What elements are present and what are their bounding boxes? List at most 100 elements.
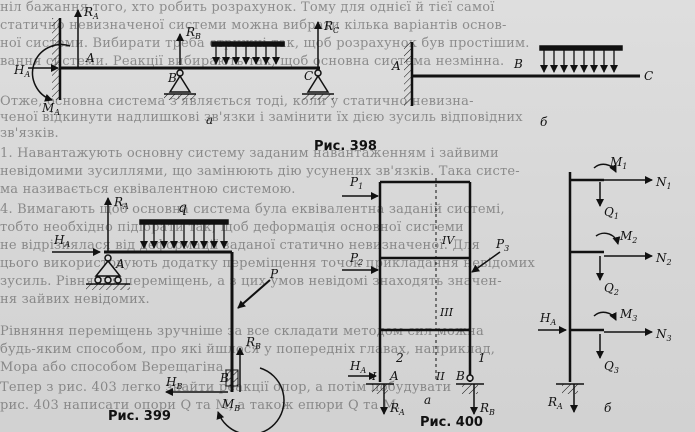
label-HA: HA — [53, 233, 70, 249]
point-B: B — [167, 71, 177, 85]
point-A: A — [391, 59, 401, 73]
zone-I: I — [371, 370, 377, 383]
distributed-load-arrows — [140, 224, 228, 249]
figure-398a — [28, 9, 334, 102]
label-RA: RA — [83, 5, 99, 21]
subfigure-label: а — [206, 113, 213, 127]
label-N1: N1 — [655, 175, 672, 191]
label-P: P — [269, 267, 279, 281]
label-Q3: Q3 — [604, 359, 619, 375]
load-bar — [139, 219, 229, 225]
label-RA: RA — [547, 395, 563, 411]
figure-399 — [52, 197, 285, 432]
background-text-line: 1. Навантажують основну систему заданим … — [0, 146, 499, 161]
fixed-support — [225, 369, 239, 387]
figure-398a-labels: RA HA MA A RB B RC C а — [13, 5, 339, 127]
zone-II: II — [435, 370, 445, 383]
background-text-line: рис. 403 написати опори Q та M, а також … — [0, 398, 401, 413]
label-HA: HA — [13, 63, 30, 79]
support-hatch — [372, 384, 388, 394]
roller — [104, 276, 112, 284]
label-RB: RB — [479, 401, 495, 417]
label-Q1: Q1 — [604, 205, 619, 221]
subfigure-label: б — [540, 115, 548, 129]
load-bar — [539, 45, 623, 51]
support-hatch — [562, 384, 578, 394]
point-B: B — [513, 57, 523, 71]
moment-arc — [593, 311, 617, 321]
point-A: A — [115, 257, 125, 271]
force-arrow — [471, 251, 501, 273]
moment-arc — [216, 367, 285, 432]
distributed-load-arrows — [212, 46, 280, 65]
subfigure-label: а — [424, 393, 431, 407]
point-C: C — [644, 69, 653, 83]
label-Q2: Q2 — [604, 281, 619, 297]
wall-hatch — [52, 18, 60, 100]
background-text-line: Отже, основна система з'являється тоді, … — [0, 94, 474, 109]
distributed-load-arrows — [540, 50, 618, 73]
figure-400a — [342, 178, 501, 415]
background-text-line: статично невизначеної системи можна вибр… — [0, 18, 507, 33]
point-A: A — [85, 51, 95, 65]
background-text-line: Мора або способом Верещагіна. — [0, 360, 229, 375]
label-HB: HB — [165, 375, 182, 391]
point-B: B — [219, 371, 229, 385]
background-text-line: Рівняння переміщень зручніше за все скла… — [0, 324, 484, 339]
label-HA: HA — [349, 359, 366, 375]
moment-arc — [593, 163, 617, 173]
background-text-line: 4. Вимагають щоб основна система була ек… — [0, 202, 505, 217]
label-q: q — [178, 200, 187, 216]
force-arrow — [237, 279, 271, 309]
background-text-line: зв'язків. — [0, 126, 59, 141]
background-text-line: невідомими зусиллями, що замінюють дію у… — [0, 164, 520, 179]
roller — [94, 276, 102, 284]
zone-III: III — [439, 306, 454, 319]
load-bar — [211, 41, 285, 47]
ground-hatch — [302, 94, 334, 100]
figure-398b-labels: A B C б — [391, 57, 653, 129]
label-RB: RB — [185, 25, 201, 41]
label-M3: M3 — [619, 307, 637, 323]
figure-400b-labels: M1 N1 Q1 M2 N2 Q2 HA M3 N3 Q3 RA б — [539, 155, 672, 415]
figure-400b — [538, 163, 653, 413]
moment-arc — [595, 232, 621, 245]
label-N2: N2 — [655, 251, 672, 267]
point-C: C — [304, 69, 313, 83]
support-hatch — [462, 384, 478, 394]
background-text-line: Тепер з рис. 403 легко знайти реакції оп… — [0, 380, 452, 395]
roller — [114, 276, 122, 284]
figure-400a-labels: P1 P2 P3 IV III II I HA 2 A B 1 RA RB а — [349, 175, 509, 417]
background-text-line: ня зайвих невідомих. — [0, 292, 150, 307]
ground-hatch — [86, 284, 130, 290]
background-text-line: тобто необхідно підібрати так, щоб дефор… — [0, 220, 464, 235]
figure-399-labels: HA RA q A P RB HB B MB — [53, 195, 279, 413]
figure-398b — [404, 42, 640, 106]
figure-caption-398: Рис. 398 — [314, 139, 377, 154]
moment-arc — [31, 43, 71, 102]
hinge — [466, 374, 474, 382]
label-P3: P3 — [495, 237, 509, 253]
background-text-line: ченої відкинути надлишкові зв'язки і зам… — [0, 110, 523, 125]
background-text-line: не відрізнялася від деформації заданої с… — [0, 238, 481, 253]
background-text-line: будь-яким способом, про які йшлося у поп… — [0, 342, 496, 357]
label-RB: RB — [245, 335, 261, 351]
label-RA: RA — [113, 195, 129, 211]
label-P2: P2 — [349, 251, 363, 267]
label-M2: M2 — [619, 229, 637, 245]
node-1: 1 — [478, 351, 486, 365]
support-triangle — [306, 74, 330, 93]
background-text-line: цього використовують додатку переміщення… — [0, 256, 535, 271]
figure-caption-399: Рис. 399 — [108, 409, 171, 424]
wall-hatch — [404, 42, 412, 106]
subfigure-label: б — [604, 401, 612, 415]
label-MA: MA — [41, 101, 60, 117]
label-P1: P1 — [349, 175, 363, 191]
label-M1: M1 — [609, 155, 627, 171]
node-2: 2 — [395, 351, 404, 365]
zone-IV: IV — [441, 234, 455, 247]
support-triangle — [168, 74, 192, 93]
background-text-line: ма називається еквівалентною системою. — [0, 182, 296, 197]
